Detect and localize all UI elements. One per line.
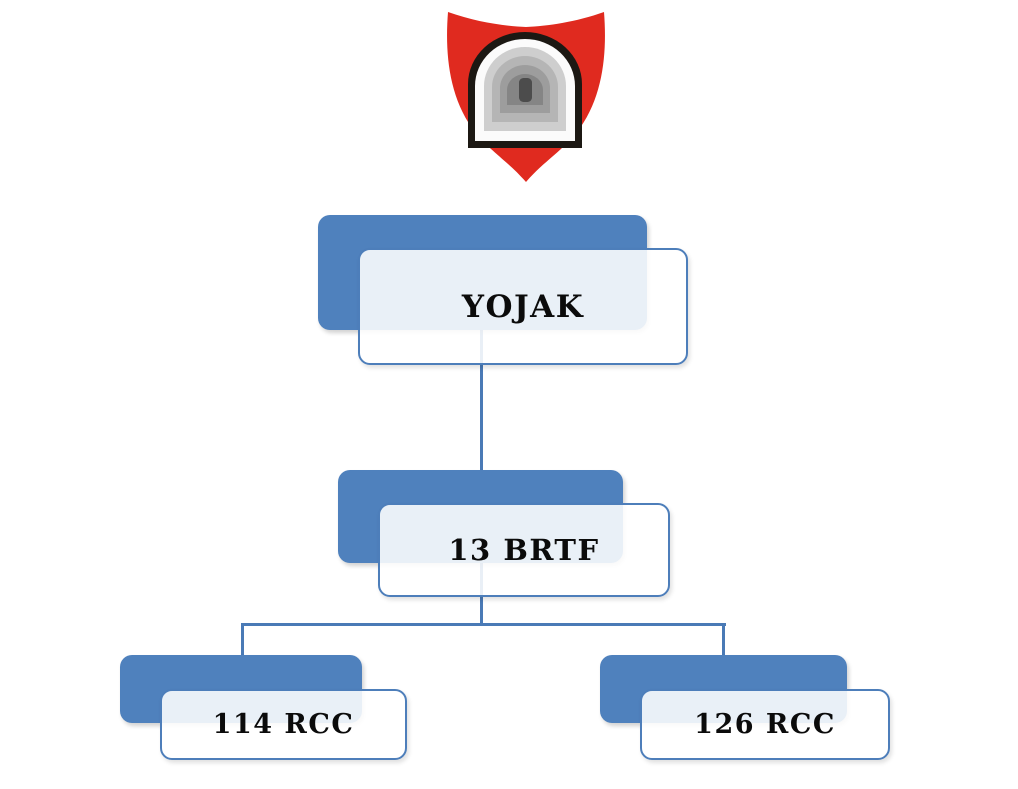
connector-horizontal (241, 623, 726, 626)
node-label-yojak: YOJAK (461, 288, 585, 325)
node-label-brtf: 13 BRTF (448, 533, 600, 567)
node-front-panel-brtf: 13 BRTF (378, 503, 670, 597)
node-front-panel-rcc126: 126 RCC (640, 689, 890, 760)
shield-emblem (447, 12, 605, 182)
connector-drop-left (241, 623, 244, 655)
tunnel-slit (519, 78, 532, 102)
connector-drop-right (722, 623, 725, 655)
node-label-rcc126: 126 RCC (694, 709, 836, 740)
node-label-rcc114: 114 RCC (212, 709, 355, 740)
node-front-panel-yojak: YOJAK (358, 248, 688, 365)
connector-yojak-brtf (480, 330, 483, 470)
node-front-panel-rcc114: 114 RCC (160, 689, 407, 760)
